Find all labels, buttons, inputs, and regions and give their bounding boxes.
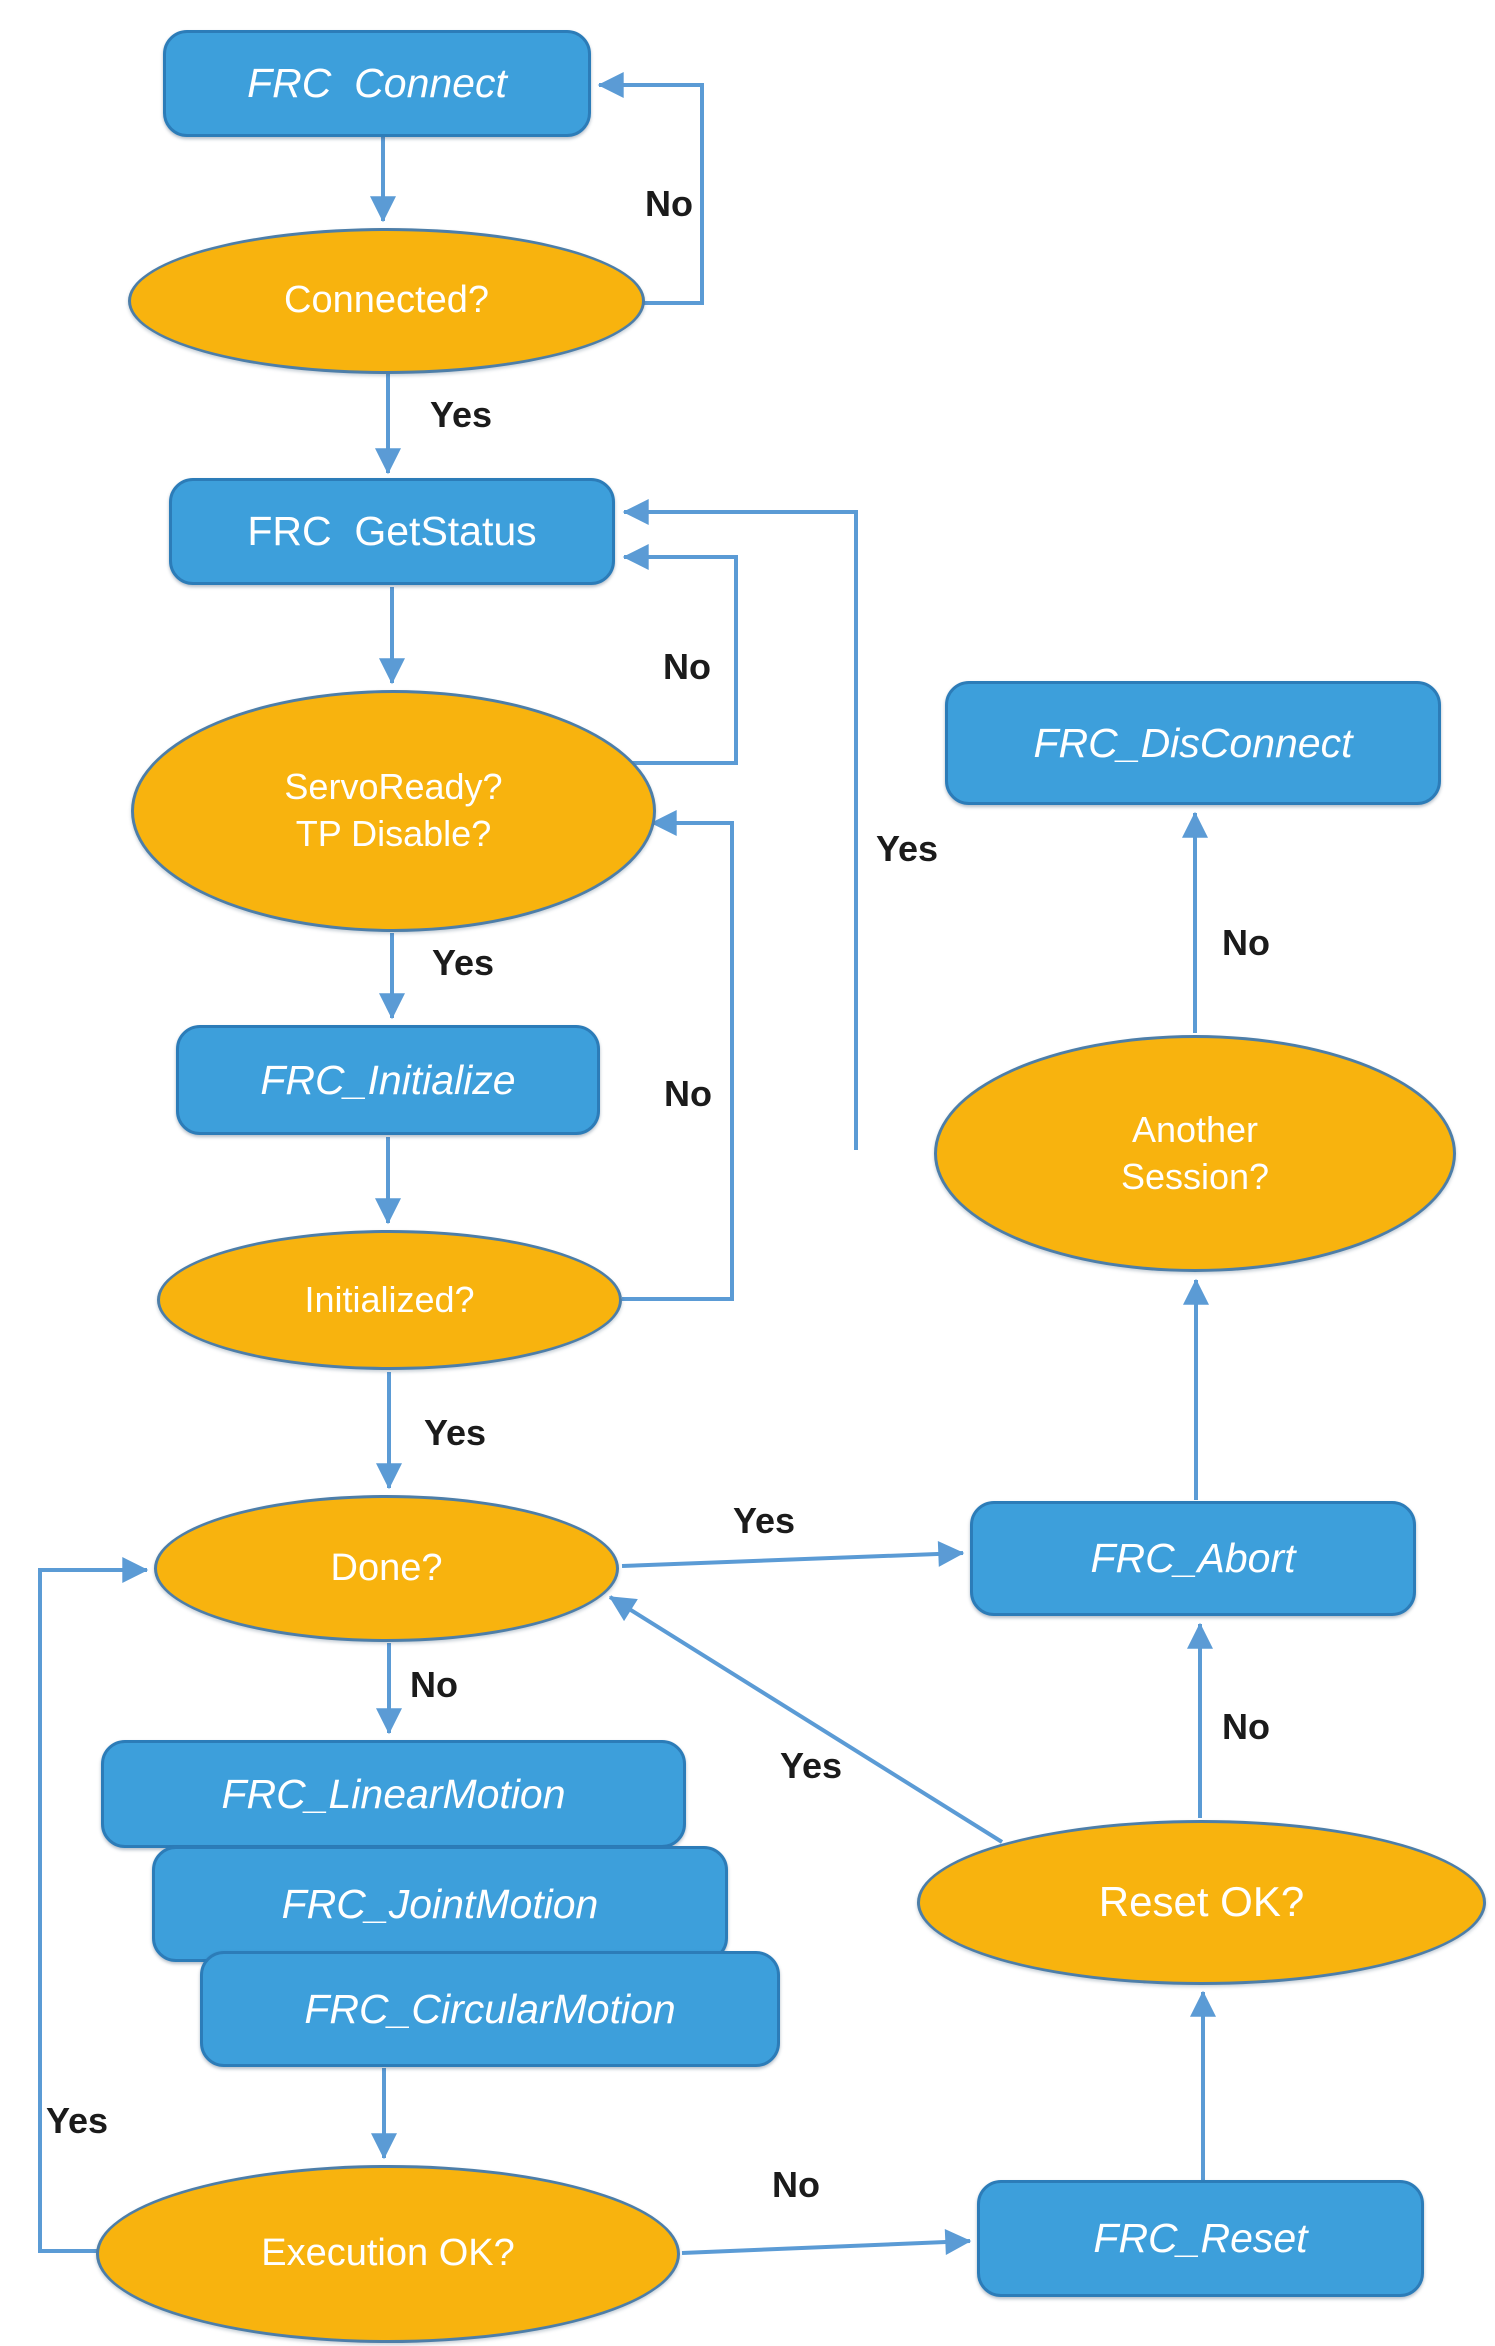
edge-label-done-yes: Yes (733, 1500, 796, 1541)
process-frc-getstatus: FRC GetStatus (169, 478, 615, 585)
edge-label-another-yes: Yes (876, 828, 939, 869)
process-frc-disconnect-label: FRC_DisConnect (1033, 719, 1353, 766)
process-frc-linearmotion-label: FRC_LinearMotion (221, 1770, 566, 1817)
process-frc-initialize-label: FRC_Initialize (260, 1056, 516, 1103)
decision-initialized-label: Initialized? (304, 1278, 475, 1320)
edge-label-initialized-yes: Yes (424, 1412, 487, 1453)
process-frc-circularmotion: FRC_CircularMotion (200, 1951, 780, 2067)
decision-servoready: ServoReady? TP Disable? (131, 690, 656, 932)
edge-another-yes-getstatus (622, 499, 858, 1150)
decision-another-session-line2: Session? (1120, 1155, 1270, 1197)
decision-connected-label: Connected? (284, 279, 489, 322)
edge-label-connected-no: No (645, 183, 693, 224)
decision-servoready-line2: TP Disable? (295, 813, 492, 854)
process-frc-circularmotion-label: FRC_CircularMotion (304, 1985, 676, 2032)
decision-initialized: Initialized? (157, 1230, 622, 1370)
process-frc-connect: FRC Connect (163, 30, 591, 137)
edge-resetok-yes-done (608, 1595, 1004, 1844)
process-frc-disconnect: FRC_DisConnect (945, 681, 1441, 805)
process-frc-abort-label: FRC_Abort (1090, 1535, 1296, 1581)
edge-servo-no-getstatus (613, 544, 738, 765)
process-frc-linearmotion: FRC_LinearMotion (101, 1740, 686, 1848)
process-frc-connect-label: FRC Connect (247, 60, 507, 106)
edge-label-execution-no: No (772, 2164, 820, 2205)
decision-another-session-line1: Another (1131, 1108, 1259, 1150)
process-frc-jointmotion: FRC_JointMotion (152, 1846, 728, 1962)
process-frc-reset-label: FRC_Reset (1093, 2215, 1308, 2261)
edge-done-yes-abort (621, 1540, 965, 1568)
edge-initialized-no-servo (622, 810, 734, 1301)
decision-reset-ok-label: Reset OK? (1098, 1878, 1305, 1926)
process-frc-initialize: FRC_Initialize (176, 1025, 600, 1135)
decision-execution-ok: Execution OK? (96, 2165, 680, 2343)
edge-execution-no-reset (681, 2229, 972, 2256)
decision-execution-ok-label: Execution OK? (261, 2232, 515, 2275)
edge-label-servo-yes: Yes (432, 942, 495, 983)
edge-execution-yes-done (38, 1557, 149, 2253)
edge-label-connected-yes: Yes (430, 394, 493, 435)
process-frc-jointmotion-label: FRC_JointMotion (281, 1880, 599, 1927)
process-frc-getstatus-label: FRC GetStatus (247, 508, 537, 554)
edge-label-initialized-no: No (664, 1073, 712, 1114)
edge-connected-no-connect (597, 72, 704, 305)
process-frc-abort: FRC_Abort (970, 1501, 1416, 1616)
process-frc-reset: FRC_Reset (977, 2180, 1424, 2297)
edge-label-done-no: No (410, 1664, 458, 1705)
decision-servoready-line1: ServoReady? (284, 766, 503, 808)
edge-label-resetok-no: No (1222, 1706, 1270, 1747)
decision-reset-ok: Reset OK? (917, 1820, 1486, 1985)
decision-another-session: Another Session? (934, 1035, 1456, 1272)
decision-done-label: Done? (330, 1546, 443, 1589)
edge-label-servo-no: No (663, 646, 711, 687)
decision-connected: Connected? (128, 228, 645, 374)
decision-done: Done? (154, 1495, 619, 1642)
edge-label-execution-yes: Yes (46, 2100, 109, 2141)
edge-label-resetok-yes: Yes (780, 1745, 843, 1786)
edge-label-another-no: No (1222, 922, 1270, 963)
